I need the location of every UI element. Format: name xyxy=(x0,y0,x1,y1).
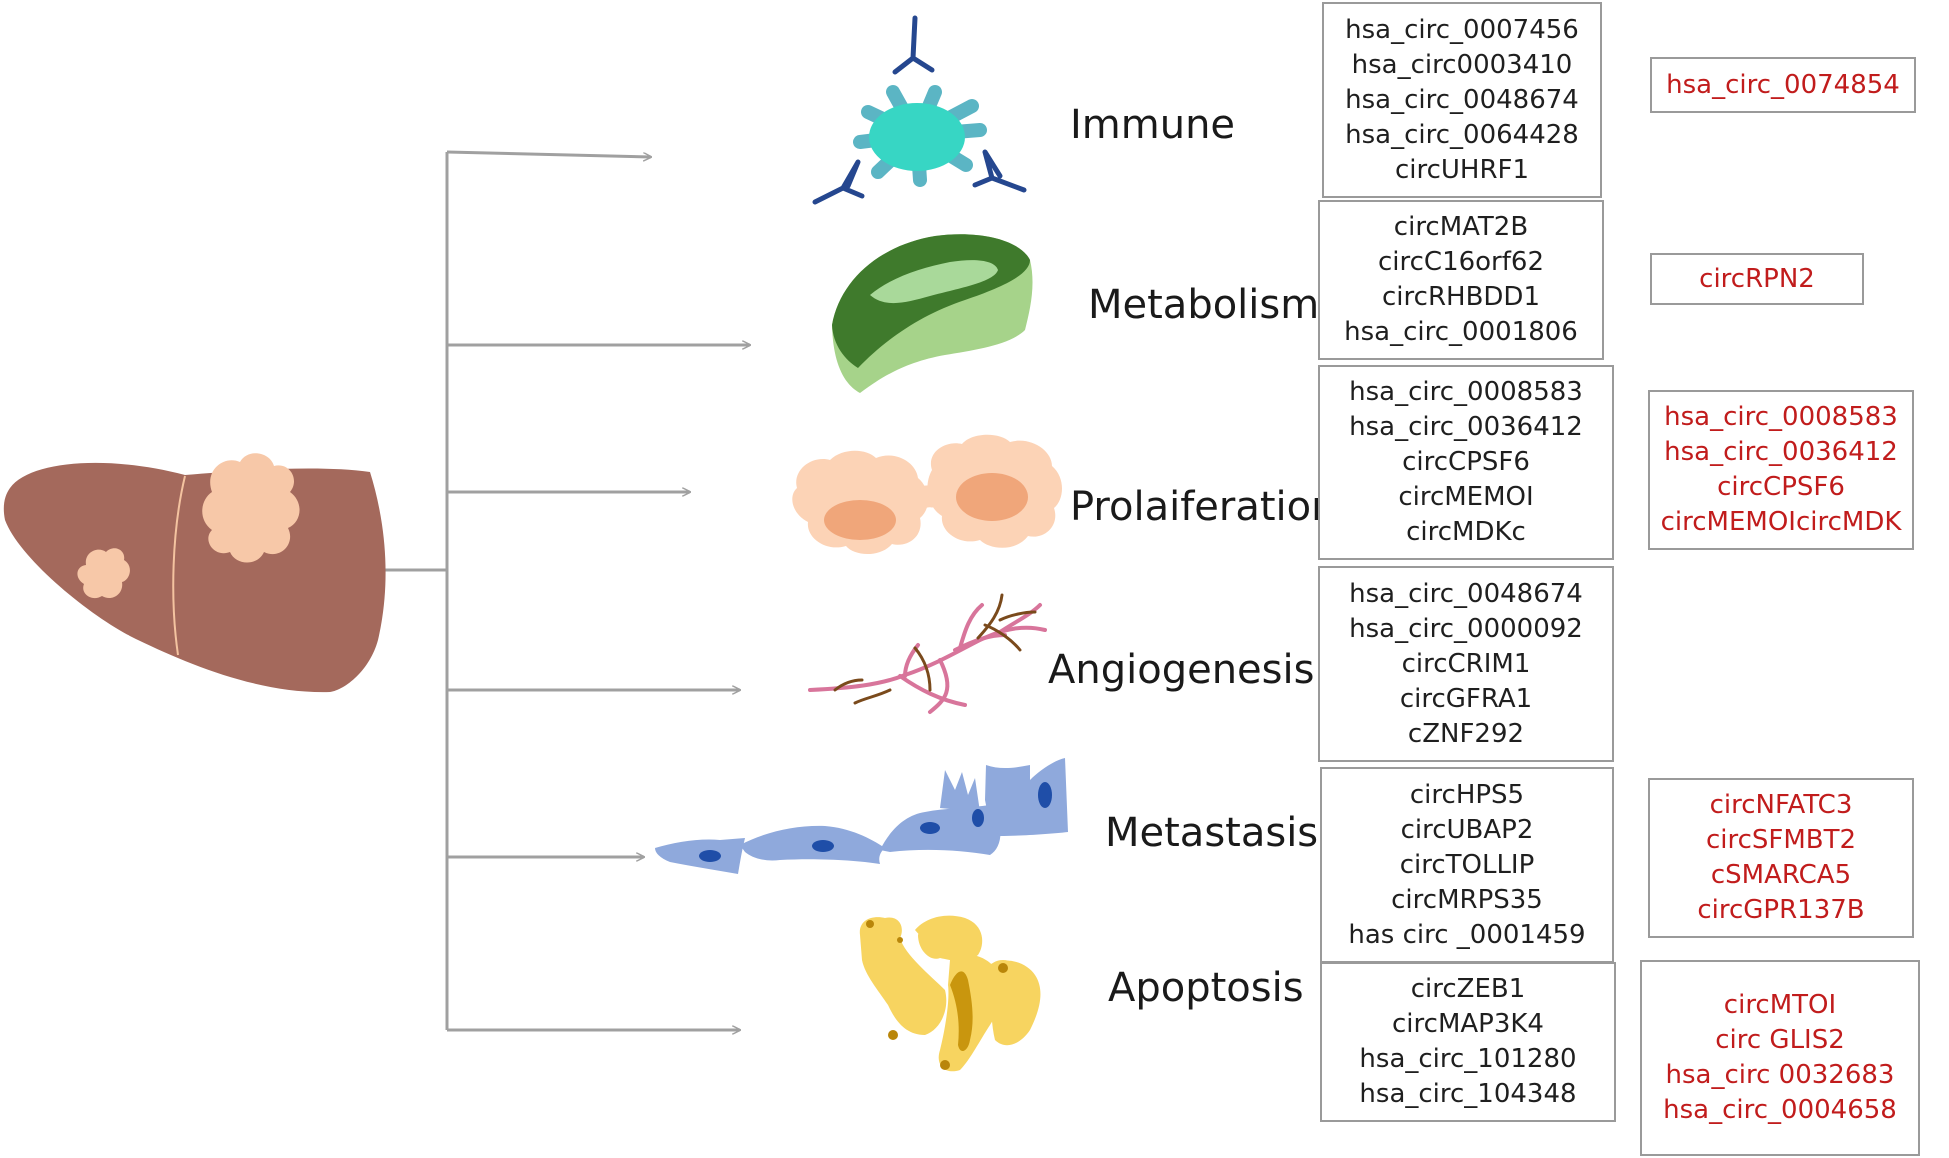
circrna-item: hsa_circ_0036412 xyxy=(1664,437,1898,467)
circrna-box-red-apoptosis: circMTOI circ GLIS2 hsa_circ 0032683 hsa_ci… xyxy=(1640,960,1920,1156)
circrna-item: circRPN2 xyxy=(1699,263,1815,294)
circrna-item: hsa_circ_104348 xyxy=(1359,1079,1577,1109)
dividing-cells-icon xyxy=(792,434,1062,554)
circrna-box-black-proliferation: hsa_circ_0008583 hsa_circ_0036412 circCPSF… xyxy=(1318,365,1614,560)
circrna-item: hsa_circ_0007456 xyxy=(1345,14,1579,45)
category-label-angiogenesis: Angiogenesis xyxy=(1048,647,1315,693)
category-label-metabolism: Metabolism xyxy=(1088,282,1320,328)
category-label-immune: Immune xyxy=(1070,102,1236,148)
circrna-box-red-metastasis: circNFATC3 circSFMBT2 cSMARCA5 circGPR137B xyxy=(1648,778,1914,938)
circrna-box-black-metabolism: circMAT2B circC16orf62 circRHBDD1 hsa_circ_… xyxy=(1318,200,1604,360)
apoptotic-cell-icon xyxy=(859,915,1041,1072)
circrna-item: circMAP3K4 xyxy=(1392,1009,1544,1039)
category-label-apoptosis: Apoptosis xyxy=(1108,965,1304,1011)
circrna-item: hsa_circ_0074854 xyxy=(1666,69,1900,100)
circrna-item: hsa_circ 0032683 xyxy=(1665,1060,1895,1090)
circrna-item: circ GLIS2 xyxy=(1715,1025,1845,1055)
circrna-item: circCRIM1 xyxy=(1401,648,1531,679)
circrna-item: hsa_circ_0048674 xyxy=(1349,578,1583,609)
circrna-item: circSFMBT2 xyxy=(1705,825,1857,855)
circrna-item: circC16orf62 xyxy=(1377,247,1544,277)
circrna-box-black-apoptosis: circZEB1 circMAP3K4 hsa_circ_101280 hsa_cir… xyxy=(1320,962,1616,1122)
circrna-box-red-metabolism: circRPN2 xyxy=(1650,253,1864,305)
circrna-item: cSMARCA5 xyxy=(1710,860,1852,890)
circrna-item: circMAT2B xyxy=(1393,212,1529,242)
circrna-item: circGPR137B xyxy=(1697,895,1865,925)
circrna-item: hsa_circ_0000092 xyxy=(1349,613,1583,644)
category-label-metastasis: Metastasis xyxy=(1105,810,1319,856)
circrna-box-black-angiogenesis: hsa_circ_0048674 hsa_circ_0000092 circCRIM… xyxy=(1318,566,1614,762)
migrating-cells-icon xyxy=(655,758,1068,874)
circrna-item: circTOLLIP xyxy=(1399,849,1535,880)
circrna-item: cZNF292 xyxy=(1407,718,1525,749)
blood-vessels-icon xyxy=(808,593,1047,714)
circrna-item: circHPS5 xyxy=(1409,779,1525,810)
circrna-item: hsa_circ_0064428 xyxy=(1345,119,1579,150)
immune-cell-antibody-icon xyxy=(812,15,1027,205)
circrna-item: circMRPS35 xyxy=(1391,884,1543,915)
circrna-item: hsa_circ_101280 xyxy=(1359,1044,1577,1074)
circrna-item: circMTOI xyxy=(1723,990,1837,1020)
connector-tree xyxy=(385,150,750,1030)
circrna-item: hsa_circ_0008583 xyxy=(1664,402,1898,432)
liver-tissue-icon xyxy=(832,234,1033,393)
circrna-item: circUBAP2 xyxy=(1400,814,1534,845)
circrna-item: circUHRF1 xyxy=(1394,154,1530,185)
circrna-item: hsa_circ_0008583 xyxy=(1349,377,1583,407)
circrna-item: hsa_circ_0036412 xyxy=(1349,412,1583,442)
circrna-box-black-metastasis: circHPS5 circUBAP2 circTOLLIP circMRPS35 has… xyxy=(1320,767,1614,963)
circrna-item: circMDKc xyxy=(1406,517,1526,547)
circrna-item: has circ _0001459 xyxy=(1348,919,1586,950)
circrna-item: hsa_circ_0001806 xyxy=(1344,317,1578,347)
circrna-item: circCPSF6 xyxy=(1402,447,1530,477)
circrna-item: circGFRA1 xyxy=(1399,683,1533,714)
circrna-item: circCPSF6 xyxy=(1717,472,1845,502)
category-label-proliferation: Prolaiferation xyxy=(1070,484,1337,530)
arrow-immune xyxy=(446,150,651,157)
circrna-item: circNFATC3 xyxy=(1709,790,1853,820)
circrna-item: circZEB1 xyxy=(1410,974,1526,1004)
circrna-box-red-proliferation: hsa_circ_0008583 hsa_circ_0036412 circCPSF… xyxy=(1648,390,1914,550)
circrna-item: hsa_circ0003410 xyxy=(1351,49,1573,80)
circrna-item: hsa_circ_0004658 xyxy=(1663,1095,1897,1125)
circrna-item: circMEMOI xyxy=(1398,482,1534,512)
circrna-item: circMEMOIcircMDK xyxy=(1660,507,1902,537)
circrna-item: circRHBDD1 xyxy=(1382,282,1540,312)
circrna-box-black-immune: hsa_circ_0007456 hsa_circ0003410 hsa_circ_… xyxy=(1322,2,1602,198)
circrna-box-red-immune: hsa_circ_0074854 xyxy=(1650,57,1916,113)
circrna-item: hsa_circ_0048674 xyxy=(1345,84,1579,115)
liver-with-tumor-icon xyxy=(3,453,386,693)
